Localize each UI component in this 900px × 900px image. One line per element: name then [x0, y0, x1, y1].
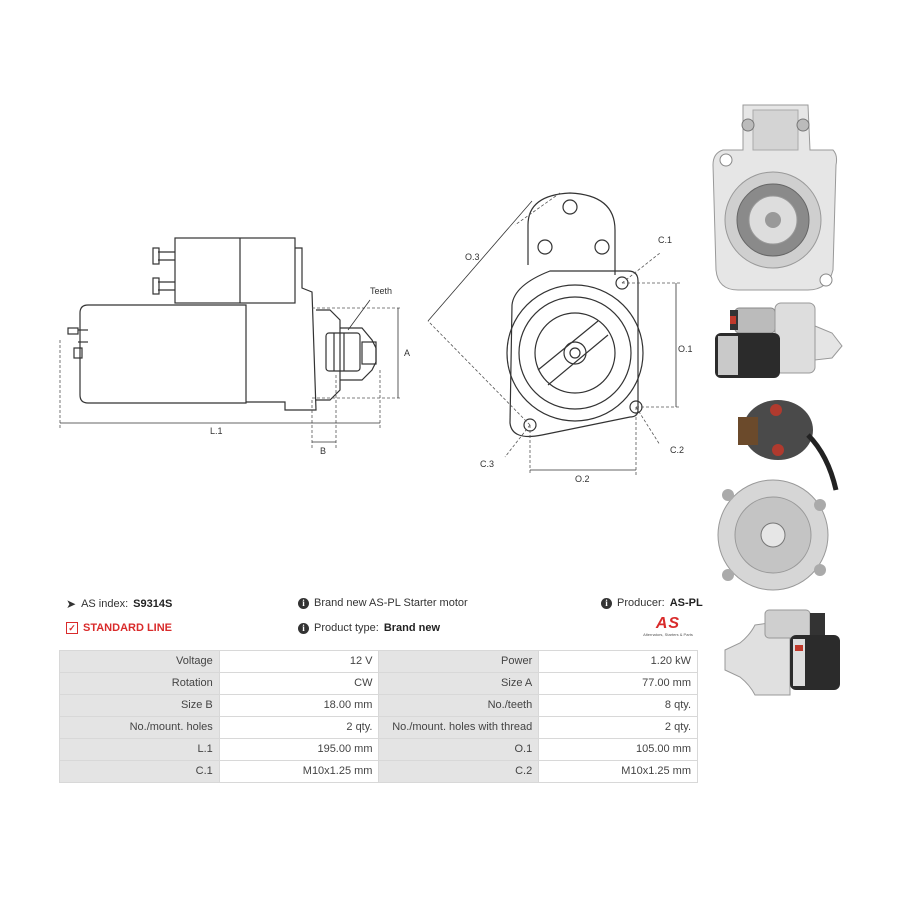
- length-l1-label: L.1: [210, 426, 223, 436]
- info-icon: i: [601, 597, 612, 609]
- spec-key-cell: Power: [378, 650, 540, 673]
- spec-value-cell: CW: [218, 672, 380, 695]
- size-a-label: A: [404, 348, 410, 358]
- standard-line-row: ✓ STANDARD LINE: [66, 622, 172, 634]
- tag-icon: ➤: [66, 597, 77, 611]
- spec-value-cell: 1.20 kW: [538, 650, 698, 673]
- photo-front-view: [712, 104, 838, 291]
- info-icon: i: [298, 622, 309, 634]
- spec-value-cell: M10x1.25 mm: [538, 760, 698, 783]
- teeth-label: Teeth: [370, 286, 392, 296]
- spec-value-cell: 105.00 mm: [538, 738, 698, 761]
- producer-label: Producer:: [617, 597, 665, 609]
- pinion-gear: [325, 332, 361, 372]
- spec-key-cell: No./mount. holes: [59, 716, 220, 739]
- front-view-drawing: O.3 C.1 O.1 C.2 C.3 O.2: [427, 192, 693, 484]
- product-type-row: i Product type: Brand new: [298, 622, 440, 634]
- spec-value-cell: 2 qty.: [218, 716, 380, 739]
- logo-mark: AS: [655, 615, 681, 632]
- spec-value-cell: 195.00 mm: [218, 738, 380, 761]
- photo-rear-view: [717, 400, 839, 591]
- drive-housing: [246, 247, 317, 411]
- info-icon: i: [298, 597, 309, 609]
- spec-key-cell: Size B: [59, 694, 220, 717]
- spec-value-cell: 77.00 mm: [538, 672, 698, 695]
- spec-value-cell: 18.00 mm: [218, 694, 380, 717]
- spec-value-cell: 12 V: [218, 650, 380, 673]
- standard-line-label: STANDARD LINE: [83, 622, 173, 634]
- description-text: Brand new AS-PL Starter motor: [314, 597, 468, 609]
- as-index-row: ➤ AS index: S9314S: [66, 597, 172, 611]
- spec-key-cell: L.1: [59, 738, 220, 761]
- spec-key-cell: Voltage: [59, 650, 220, 673]
- spec-key-cell: Rotation: [59, 672, 220, 695]
- spec-value-cell: M10x1.25 mm: [218, 760, 380, 783]
- c3-label: C.3: [480, 459, 494, 469]
- spec-key-cell: C.1: [59, 760, 220, 783]
- o3-label: O.3: [465, 252, 480, 262]
- check-square-icon: ✓: [66, 622, 78, 634]
- c1-label: C.1: [658, 235, 672, 245]
- product-type-label: Product type:: [314, 622, 379, 634]
- as-index-label: AS index:: [81, 598, 129, 610]
- side-view-drawing: Teeth A L.1 B: [59, 237, 410, 456]
- spec-value-cell: 2 qty.: [538, 716, 698, 739]
- product-type-value: Brand new: [383, 622, 441, 634]
- size-b-label: B: [320, 446, 326, 456]
- motor-body: [79, 304, 247, 404]
- o2-label: O.2: [575, 474, 590, 484]
- spec-key-cell: Size A: [378, 672, 540, 695]
- spec-key-cell: C.2: [378, 760, 540, 783]
- as-index-value: S9314S: [133, 598, 173, 610]
- photo-angled-view: [724, 609, 840, 696]
- solenoid-body: [174, 237, 296, 304]
- photo-side-view: [715, 302, 843, 378]
- spec-value-cell: 8 qty.: [538, 694, 698, 717]
- upper-mount-ear: [527, 192, 616, 275]
- spec-key-cell: No./mount. holes with thread: [378, 716, 540, 739]
- spec-key-cell: O.1: [378, 738, 540, 761]
- spec-key-cell: No./teeth: [378, 694, 540, 717]
- mount-flange: [509, 270, 639, 438]
- o1-label: O.1: [678, 344, 693, 354]
- producer-row: i Producer: AS-PL: [601, 597, 703, 609]
- producer-value: AS-PL: [669, 597, 703, 609]
- description-row: i Brand new AS-PL Starter motor: [298, 597, 468, 609]
- as-pl-logo: AS Alternators, Starters & Parts: [636, 616, 700, 642]
- c2-label: C.2: [670, 445, 684, 455]
- logo-tagline: Alternators, Starters & Parts: [643, 632, 693, 637]
